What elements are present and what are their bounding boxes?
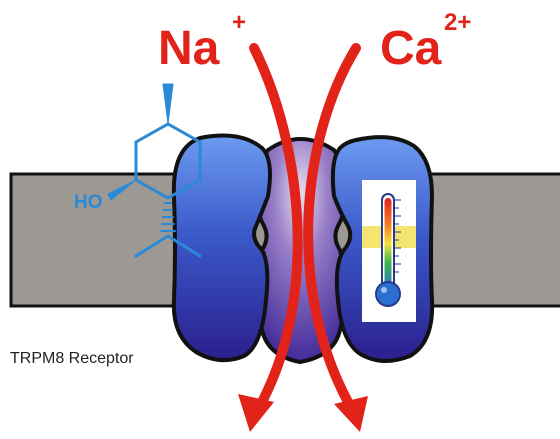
arrow-down-icon [334, 396, 368, 432]
sodium-charge: + [232, 9, 246, 36]
menthol-molecule-icon [107, 83, 202, 258]
calcium-symbol: Ca [380, 22, 442, 75]
calcium-charge: 2+ [444, 9, 471, 36]
ion-flow-arrows [249, 43, 361, 407]
arrow-down-icon [238, 394, 274, 432]
receptor-label: TRPM8 Receptor [10, 350, 134, 367]
hydroxyl-label: HO [74, 192, 103, 213]
sodium-symbol: Na [158, 22, 220, 75]
sodium-flow-path [249, 43, 303, 407]
calcium-flow-path [303, 43, 361, 407]
channel-left-subunit [171, 133, 272, 363]
thermometer-icon [362, 180, 416, 322]
sodium-ion-label: Na [158, 22, 220, 75]
calcium-ion-label: Ca [380, 22, 442, 75]
